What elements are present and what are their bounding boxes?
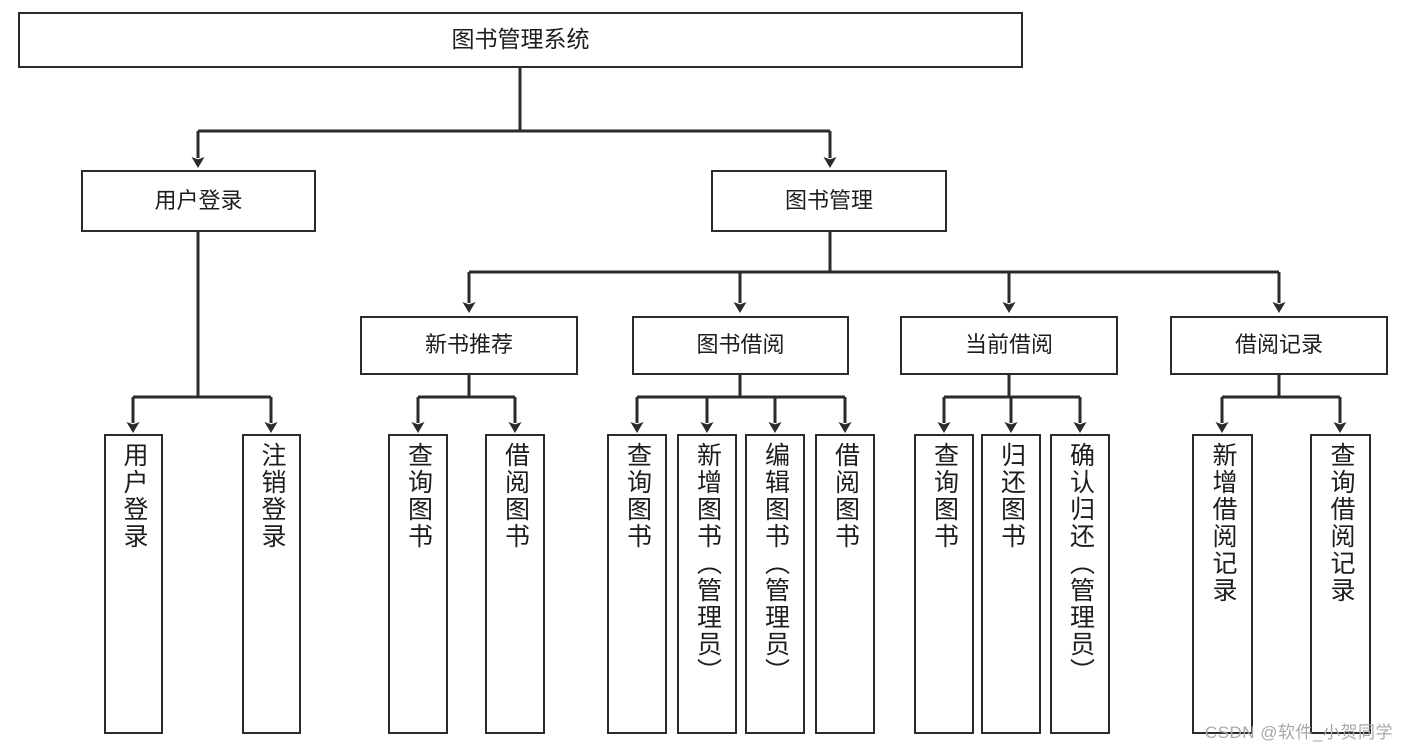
node-leaf-return-book-label: 归还图书 [997, 442, 1026, 550]
node-root[interactable]: 图书管理系统 [18, 12, 1023, 68]
node-root-label: 图书管理系统 [451, 26, 590, 53]
node-book-borrow[interactable]: 图书借阅 [632, 316, 849, 375]
node-leaf-logout-login-label: 注销登录 [258, 442, 286, 550]
node-leaf-query-record[interactable]: 查询借阅记录 [1310, 434, 1371, 734]
node-leaf-query-book-3[interactable]: 查询图书 [914, 434, 974, 734]
node-leaf-query-book-2[interactable]: 查询图书 [607, 434, 667, 734]
node-leaf-return-book[interactable]: 归还图书 [981, 434, 1041, 734]
node-leaf-user-login-label: 用户登录 [120, 442, 148, 550]
node-leaf-add-book-label: 新增图书（管理员） [693, 442, 722, 685]
node-leaf-add-record[interactable]: 新增借阅记录 [1192, 434, 1253, 734]
node-user-login[interactable]: 用户登录 [81, 170, 316, 232]
node-current-borrow[interactable]: 当前借阅 [900, 316, 1118, 375]
node-leaf-query-record-label: 查询借阅记录 [1327, 442, 1355, 604]
node-leaf-borrow-book-2[interactable]: 借阅图书 [815, 434, 875, 734]
node-leaf-borrow-book-1-label: 借阅图书 [501, 442, 530, 550]
node-leaf-query-book-1[interactable]: 查询图书 [388, 434, 448, 734]
node-leaf-confirm-return[interactable]: 确认归还（管理员） [1050, 434, 1110, 734]
node-leaf-add-record-label: 新增借阅记录 [1209, 442, 1237, 604]
node-new-book-rec[interactable]: 新书推荐 [360, 316, 578, 375]
node-leaf-query-book-2-label: 查询图书 [623, 442, 652, 550]
node-book-borrow-label: 图书借阅 [696, 332, 785, 358]
node-leaf-add-book[interactable]: 新增图书（管理员） [677, 434, 737, 734]
node-leaf-query-book-1-label: 查询图书 [404, 442, 433, 550]
node-current-borrow-label: 当前借阅 [964, 332, 1053, 358]
node-leaf-edit-book-label: 编辑图书（管理员） [761, 442, 790, 685]
node-user-login-label: 用户登录 [154, 187, 243, 213]
node-book-manage[interactable]: 图书管理 [711, 170, 947, 232]
node-leaf-logout-login[interactable]: 注销登录 [242, 434, 301, 734]
node-leaf-borrow-book-1[interactable]: 借阅图书 [485, 434, 545, 734]
node-book-manage-label: 图书管理 [784, 187, 873, 213]
node-leaf-edit-book[interactable]: 编辑图书（管理员） [745, 434, 805, 734]
node-leaf-user-login[interactable]: 用户登录 [104, 434, 163, 734]
node-leaf-query-book-3-label: 查询图书 [930, 442, 959, 550]
node-borrow-record[interactable]: 借阅记录 [1170, 316, 1388, 375]
node-new-book-rec-label: 新书推荐 [424, 332, 513, 358]
node-borrow-record-label: 借阅记录 [1234, 332, 1323, 358]
node-leaf-confirm-return-label: 确认归还（管理员） [1066, 442, 1095, 685]
node-leaf-borrow-book-2-label: 借阅图书 [831, 442, 860, 550]
